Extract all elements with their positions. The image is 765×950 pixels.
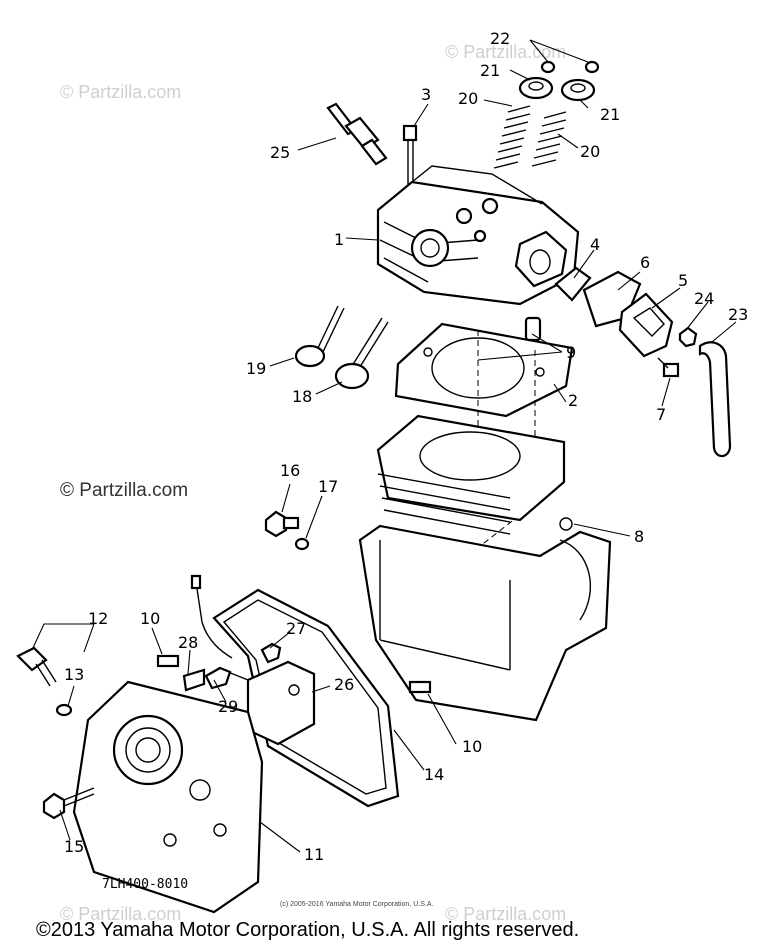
sensor-wire <box>195 581 233 659</box>
callout-6: 6 <box>640 253 650 272</box>
drain-bolt <box>264 510 300 538</box>
callout-22: 22 <box>490 29 510 48</box>
callout-24: 24 <box>694 289 714 308</box>
breather-hose <box>698 341 732 458</box>
head-gasket <box>394 322 574 418</box>
callout-15: 15 <box>64 837 84 856</box>
callout-14: 14 <box>424 765 444 784</box>
cover-bolt-long <box>42 787 95 820</box>
clamp <box>182 668 206 692</box>
wire-connector <box>190 574 202 590</box>
dowel-pin-left <box>156 654 180 668</box>
dowel-pin-right <box>408 680 432 694</box>
callout-20-left: 20 <box>458 89 478 108</box>
callout-8: 8 <box>634 527 644 546</box>
callout-10-left: 10 <box>140 609 160 628</box>
screw <box>260 642 282 664</box>
leader-lines <box>31 39 737 853</box>
callout-19: 19 <box>246 359 266 378</box>
small-copyright: (c) 2005-2016 Yamaha Motor Corporation, … <box>280 901 433 908</box>
callout-4: 4 <box>590 235 600 254</box>
callout-10-right: 10 <box>462 737 482 756</box>
watermark-bottom-left: © Partzilla.com <box>60 904 181 924</box>
callout-12: 12 <box>88 609 108 628</box>
callout-17: 17 <box>318 477 338 496</box>
callout-16: 16 <box>280 461 300 480</box>
diagram-code: 7LH400-8010 <box>102 877 188 892</box>
valve-retainer-pair <box>518 76 596 102</box>
callout-23: 23 <box>728 305 748 324</box>
watermark-mid-left: © Partzilla.com <box>60 480 188 501</box>
alignment-lines <box>429 330 581 651</box>
crankcase <box>358 517 612 722</box>
callout-13: 13 <box>64 665 84 684</box>
callout-labels: 22 21 21 20 20 3 25 1 4 6 5 24 23 9 2 7 … <box>64 29 748 864</box>
callout-11: 11 <box>304 845 324 864</box>
cylinder-head <box>376 165 580 306</box>
oil-level-sensor <box>16 646 57 687</box>
exhaust-valve <box>334 317 389 390</box>
nut <box>678 326 698 348</box>
callout-2: 2 <box>568 391 578 410</box>
exhaust-gasket <box>554 266 592 302</box>
callout-26: 26 <box>334 675 354 694</box>
callout-25: 25 <box>270 143 290 162</box>
callout-28: 28 <box>178 633 198 652</box>
callout-18: 18 <box>292 387 312 406</box>
crankcase-cover <box>72 680 264 914</box>
spark-plug <box>326 102 388 166</box>
valve-spring-pair <box>493 105 567 169</box>
intake-valve <box>294 305 345 368</box>
callout-27: 27 <box>286 619 306 638</box>
cylinder-block <box>376 414 566 535</box>
watermark-bottom-right: © Partzilla.com <box>445 904 566 924</box>
callout-1: 1 <box>334 230 344 249</box>
callout-29: 29 <box>218 697 238 716</box>
washer <box>294 537 310 551</box>
callout-20-right: 20 <box>580 142 600 161</box>
callout-3: 3 <box>421 85 431 104</box>
callout-7: 7 <box>656 405 666 424</box>
clamp-screw <box>204 666 232 690</box>
exhaust-cover <box>618 292 674 358</box>
footer-copyright: ©2013 Yamaha Motor Corporation, U.S.A. A… <box>36 919 579 941</box>
watermark-top-left: © Partzilla.com <box>60 82 181 102</box>
o-ring <box>55 703 73 717</box>
callout-21-left: 21 <box>480 61 500 80</box>
callout-9: 9 <box>566 343 576 362</box>
callout-21-right: 21 <box>600 105 620 124</box>
valve-cotter-pair <box>540 60 600 74</box>
cover-bolt <box>657 357 680 378</box>
callout-5: 5 <box>678 271 688 290</box>
